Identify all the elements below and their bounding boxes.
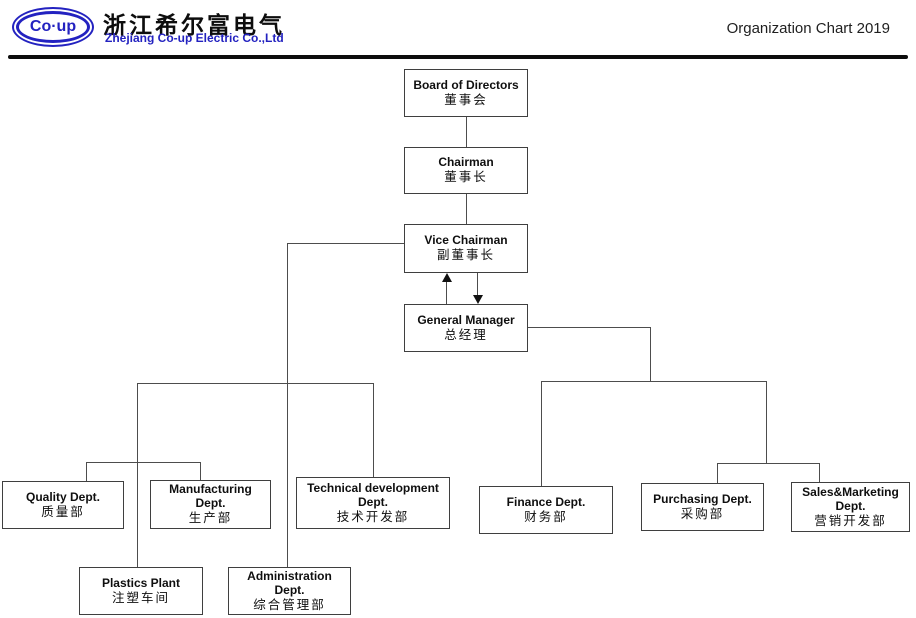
- node-title-cn: 技术开发部: [336, 509, 410, 524]
- connector-to-plastics: [137, 383, 138, 567]
- connector-right-down: [766, 381, 767, 463]
- connector-to-sales: [819, 463, 820, 482]
- node-title-en: Manufacturing Dept.: [169, 482, 252, 511]
- node-title-cn: 注塑车间: [111, 590, 170, 605]
- company-name-chinese: 浙江希尔富电气: [103, 12, 285, 38]
- connector-left-branch-bar: [137, 383, 373, 384]
- node-title-cn: 采购部: [680, 506, 725, 521]
- node-title-en: Quality Dept.: [25, 489, 100, 504]
- org-node-manufacturing-dept: Manufacturing Dept. 生产部: [150, 480, 271, 529]
- company-name-english: Zhejiang Co-up Electric Co.,Ltd: [105, 31, 284, 45]
- connector-to-manufacturing: [200, 462, 201, 480]
- connector-gm-right-stub: [528, 327, 650, 328]
- node-title-cn: 质量部: [41, 504, 85, 519]
- arrow-down-line: [477, 273, 478, 296]
- connector-board-chairman: [466, 117, 467, 147]
- node-title-cn: 董事长: [444, 170, 488, 185]
- node-title-en: Administration Dept.: [247, 568, 332, 597]
- company-logo: Co·up: [12, 7, 94, 47]
- node-title-en: Plastics Plant: [101, 575, 181, 590]
- node-title-en: Technical development Dept.: [307, 480, 439, 509]
- connector-vice-to-admin: [287, 243, 288, 567]
- connector-to-finance: [541, 381, 542, 486]
- org-node-board-of-directors: Board of Directors 董事会: [404, 69, 528, 117]
- connector-to-purchasing: [717, 463, 718, 483]
- org-node-finance-dept: Finance Dept. 财务部: [479, 486, 613, 534]
- arrow-up-icon: [442, 273, 452, 282]
- node-title-cn: 生产部: [188, 511, 233, 526]
- logo-wordmark: Co·up: [29, 18, 77, 35]
- connector-right-branch-bar: [541, 381, 766, 382]
- node-title-en: Vice Chairman: [424, 233, 508, 248]
- org-node-sales-marketing-dept: Sales&Marketing Dept. 营销开发部: [791, 482, 910, 532]
- org-node-administration-dept: Administration Dept. 综合管理部: [228, 567, 351, 615]
- connector-to-technical: [373, 383, 374, 477]
- connector-chairman-vice: [466, 194, 467, 224]
- connector-vice-left-stub: [287, 243, 404, 244]
- node-title-cn: 副董事长: [436, 248, 495, 263]
- org-node-purchasing-dept: Purchasing Dept. 采购部: [641, 483, 764, 531]
- node-title-en: General Manager: [417, 312, 515, 327]
- node-title-en: Purchasing Dept.: [653, 491, 752, 506]
- org-node-general-manager: General Manager 总经理: [404, 304, 528, 352]
- page-title: Organization Chart 2019: [726, 20, 890, 37]
- node-title-en: Chairman: [438, 155, 494, 170]
- header-divider-rule: [8, 55, 908, 59]
- connector-left-sub-bar: [86, 462, 200, 463]
- node-title-cn: 财务部: [524, 509, 568, 524]
- logo-ellipse-ring: Co·up: [16, 11, 90, 43]
- node-title-cn: 营销开发部: [814, 513, 887, 528]
- connector-right-sub-bar: [717, 463, 819, 464]
- arrow-up-line: [446, 281, 447, 304]
- org-node-vice-chairman: Vice Chairman 副董事长: [404, 224, 528, 273]
- node-title-en: Board of Directors: [413, 77, 519, 92]
- node-title-cn: 综合管理部: [253, 597, 326, 612]
- connector-gm-down: [650, 327, 651, 381]
- node-title-cn: 总经理: [444, 327, 488, 342]
- org-node-quality-dept: Quality Dept. 质量部: [2, 481, 124, 529]
- org-node-technical-development-dept: Technical development Dept. 技术开发部: [296, 477, 450, 529]
- connector-to-quality: [86, 462, 87, 481]
- org-node-plastics-plant: Plastics Plant 注塑车间: [79, 567, 203, 615]
- node-title-en: Sales&Marketing Dept.: [802, 484, 899, 513]
- node-title-en: Finance Dept.: [506, 494, 586, 509]
- org-node-chairman: Chairman 董事长: [404, 147, 528, 194]
- arrow-down-icon: [473, 295, 483, 304]
- node-title-cn: 董事会: [444, 92, 488, 107]
